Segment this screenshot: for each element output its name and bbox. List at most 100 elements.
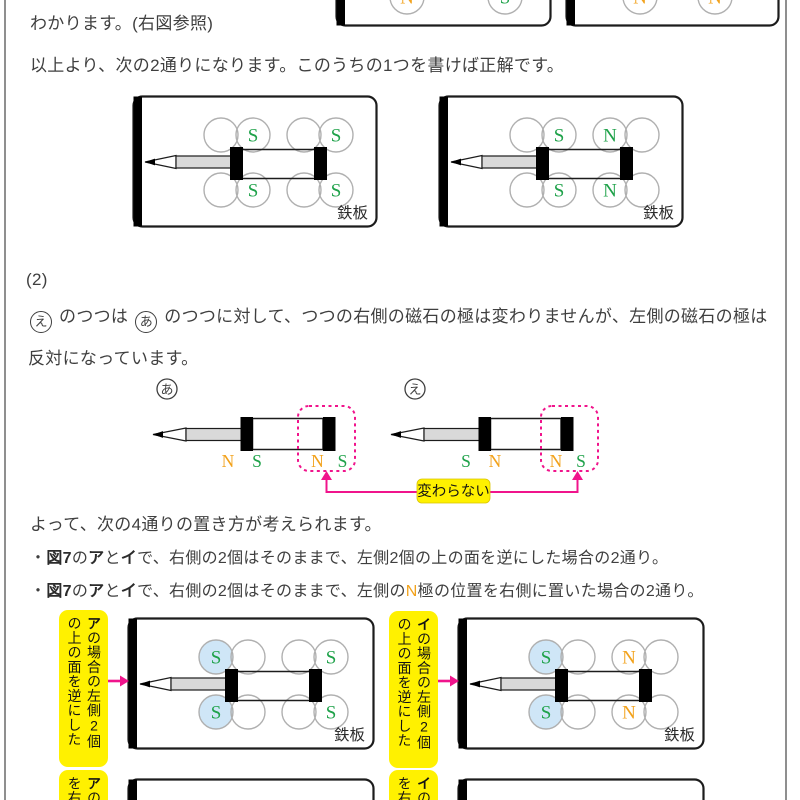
- iron-wall: [566, 0, 575, 26]
- text-run: で、右側の2個はそのままで、左側の: [137, 583, 406, 600]
- magnet-circle: [528, 639, 564, 675]
- pole-letter: S: [541, 648, 552, 669]
- magnet-circle: [230, 639, 266, 675]
- pole-letter: S: [331, 181, 342, 202]
- tube-magnet-bar: [230, 147, 243, 180]
- label-column: アの: [86, 776, 102, 800]
- unchanged-highlight-box: [297, 405, 356, 472]
- text-run: 極の位置を右側に置いた場合の2通り。: [417, 583, 704, 600]
- text-run: の: [71, 550, 89, 567]
- iron-wall: [128, 779, 137, 800]
- magnet-circle: [528, 694, 564, 730]
- pencil: [390, 427, 483, 442]
- magnet-circle: [643, 694, 679, 730]
- tube-magnet-bar: [240, 417, 253, 451]
- magnet-circle: [389, 0, 425, 15]
- text-run: と: [104, 550, 121, 567]
- iron-wall: [458, 779, 467, 800]
- magnet-circle: [509, 117, 545, 153]
- text-run: ・: [30, 583, 47, 600]
- magnet-circle: [592, 117, 628, 153]
- magnet-circle: [318, 172, 354, 208]
- unchanged-label: 変わらない: [417, 483, 490, 500]
- up-arrow-icon: [572, 471, 583, 480]
- unchanged-connector: 変わらない: [321, 471, 583, 504]
- magnet-circle: [198, 694, 234, 730]
- text-run: イ: [120, 583, 138, 600]
- pole-letter: S: [338, 451, 348, 471]
- iron-plate-label: 鉄板: [643, 204, 674, 222]
- case-label-a-flip: アの場合の左側2個 の上の面を逆にした: [59, 610, 108, 767]
- paragraph-yotte: よって、次の4通りの置き方が考えられます。: [30, 515, 382, 534]
- label-column: イの場合の左側2個: [416, 617, 432, 750]
- tube-magnet-bar: [639, 669, 652, 702]
- magnet-circle: [235, 172, 271, 208]
- pole-letter: S: [211, 703, 222, 724]
- pole-letter: N: [400, 0, 414, 9]
- pole-letter: S: [211, 648, 222, 669]
- magnet-circle: [313, 694, 349, 730]
- unchanged-highlight-box: [540, 405, 599, 472]
- label-column: の上の面を逆にした: [66, 616, 83, 747]
- text-run: ・: [30, 550, 47, 567]
- paragraph-ijou: 以上より、次の2通りになります。このうちの1つを書けば正解です。: [30, 56, 565, 75]
- case-i-swap-figure: [457, 778, 705, 800]
- pencil: [450, 154, 540, 170]
- text-run: ア: [88, 583, 105, 600]
- case-a-flip-figure: S S S S 鉄板: [127, 617, 375, 750]
- magnet-circle: [622, 0, 658, 15]
- pole-letter: S: [326, 703, 337, 724]
- ref-figure-left: NS: [335, 0, 552, 27]
- magnet-circle: [592, 172, 628, 208]
- bullet-swap-cases: ・図7のアとイで、右側の2個はそのままで、左側のN極の位置を右側に置いた場合の2…: [30, 581, 704, 603]
- text-run: 図7: [46, 583, 72, 600]
- case-label-i-flip: イの場合の左側2個 の上の面を逆にした: [389, 611, 438, 768]
- pole-letter: S: [248, 126, 259, 147]
- text-run: ア: [88, 550, 105, 567]
- pole-letter: S: [326, 648, 337, 669]
- magnet-circle: [313, 639, 349, 675]
- up-arrow-icon: [321, 471, 332, 480]
- pole-letter: N: [489, 451, 502, 471]
- pole-letter: N: [622, 648, 636, 669]
- case-label-a-swap: アの を右: [59, 770, 108, 800]
- page-border-left: [4, 0, 6, 800]
- iron-wall: [128, 618, 137, 749]
- magnet-circle: [697, 0, 733, 15]
- pole-letter: N: [708, 0, 722, 9]
- right-arrow-icon: [450, 675, 459, 687]
- pencil: [152, 427, 245, 442]
- pole-letter: S: [576, 451, 586, 471]
- paragraph-wakarimasu: わかります。(右図参照): [30, 14, 214, 33]
- pole-letter: S: [252, 451, 262, 471]
- pencil: [469, 676, 559, 692]
- iron-plate-label: 鉄板: [664, 726, 695, 744]
- text-run: のつつに対して、つつの右側の磁石の極は変わりませんが、左側の磁石の極は: [159, 307, 768, 326]
- iron-wall: [458, 618, 467, 749]
- pole-letter: S: [541, 703, 552, 724]
- magnet-circle: [230, 694, 266, 730]
- section-2-label: (2): [26, 270, 48, 289]
- figure-kana-label: あ: [160, 382, 173, 397]
- text-run: イ: [120, 550, 138, 567]
- magnet-circle: [541, 172, 577, 208]
- case-a-swap-figure: [127, 778, 375, 800]
- magnet-circle: [281, 694, 317, 730]
- magnet-circle: [487, 0, 523, 15]
- iron-wall: [439, 96, 448, 227]
- ref-figure-right: NN: [565, 0, 780, 27]
- text-run: と: [104, 583, 121, 600]
- tube-magnet-bar: [225, 669, 238, 702]
- pole-letter: N: [622, 703, 636, 724]
- case-i-flip-figure: S N S N 鉄板: [457, 617, 705, 750]
- paragraph-sentence1: え のつつは あ のつつに対して、つつの右側の磁石の極は変わりませんが、左側の磁…: [28, 306, 768, 333]
- pole-letter: N: [550, 451, 563, 471]
- iron-plate-label: 鉄板: [334, 726, 365, 744]
- label-column: を右: [396, 776, 413, 800]
- magnet-circle: [203, 117, 239, 153]
